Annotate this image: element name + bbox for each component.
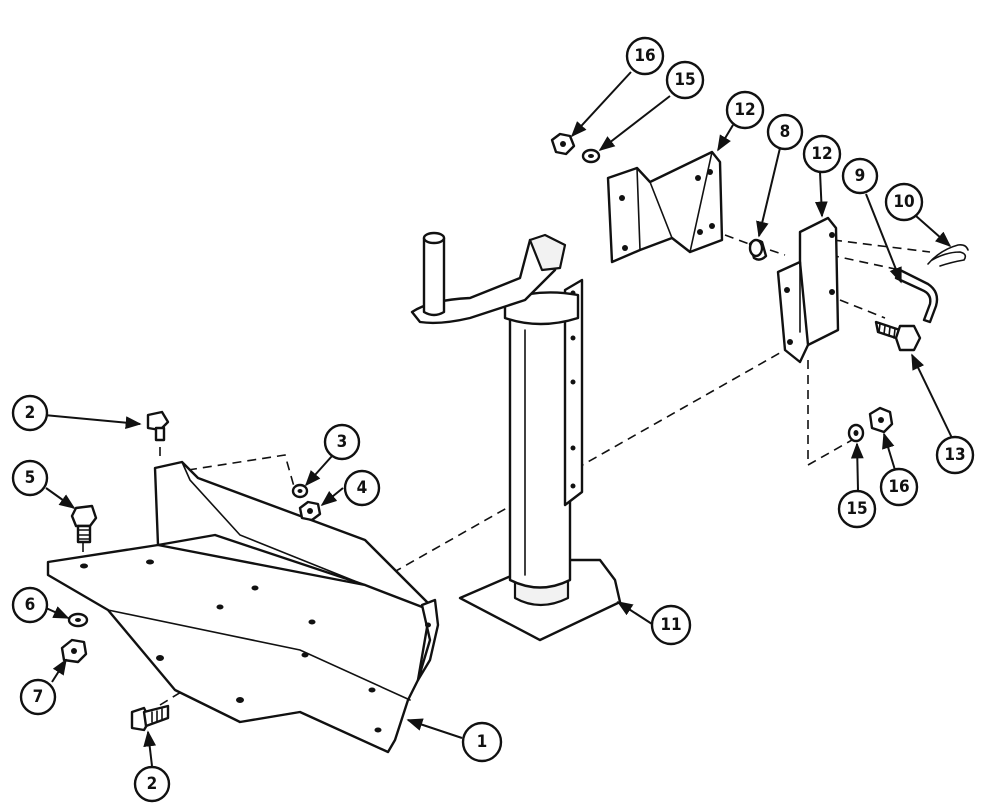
callout-10: 10 [884,182,924,222]
washer-3 [291,483,309,499]
leader-6 [45,606,70,619]
leader-12b [814,171,828,218]
leader-16a [570,71,632,138]
callout-2-bottom: 2 [133,765,171,803]
svg-text:12: 12 [734,100,755,120]
callout-15-top: 15 [665,60,705,100]
callout-4: 4 [343,469,381,507]
nut-7 [60,638,88,664]
callout-9: 9 [841,157,879,195]
leader-8 [756,147,781,238]
leader-1 [406,718,463,739]
svg-text:15: 15 [674,70,695,90]
upper-bracket-right [776,216,840,364]
svg-text:10: 10 [893,192,914,212]
leader-16b [882,432,896,471]
bolt-top-left [146,410,170,442]
jack-stand [410,231,622,642]
leader-5 [45,487,76,509]
nut-4 [298,500,322,522]
nut-top [550,132,576,156]
callout-15-bottom: 15 [837,489,877,529]
svg-text:16: 16 [634,46,655,66]
l-pin [894,268,939,324]
leader-13 [911,353,953,439]
hairpin-clip [927,244,969,267]
callout-13: 13 [935,435,975,475]
svg-text:9: 9 [855,166,866,186]
upper-bracket-left [606,150,724,264]
washer-top [581,148,601,164]
bolt-right [874,320,922,352]
leader-3 [304,455,333,487]
svg-text:1: 1 [477,732,488,752]
svg-text:4: 4 [357,478,368,498]
svg-text:11: 11 [660,615,681,635]
spacer [748,238,768,261]
callout-8: 8 [766,113,804,151]
callout-11: 11 [650,604,692,646]
callout-12-right: 12 [802,134,842,174]
bolt-5 [70,504,98,544]
svg-text:8: 8 [780,122,791,142]
leader-11 [616,601,653,625]
leader-4 [320,487,344,507]
svg-text:2: 2 [25,403,36,423]
callout-16-top: 16 [625,36,665,76]
svg-text:7: 7 [33,687,44,707]
leader-2a [43,414,142,430]
callout-6: 6 [11,586,49,624]
callout-16-bottom: 16 [879,467,919,507]
leader-lines [43,71,953,767]
leader-15b [850,442,864,491]
svg-text:6: 6 [25,595,36,615]
svg-text:2: 2 [147,774,158,794]
svg-text:15: 15 [846,499,867,519]
bolt-lower-left [130,704,170,732]
mount-bracket [46,460,440,754]
leader-9 [865,193,902,284]
callout-1: 1 [461,721,503,763]
callout-3: 3 [323,423,361,461]
leader-10 [915,215,952,248]
svg-text:3: 3 [337,432,348,452]
callout-5: 5 [11,459,49,497]
svg-text:5: 5 [25,468,36,488]
callout-2-top: 2 [11,394,49,432]
leader-12a [717,124,734,152]
leader-15a [598,95,671,151]
svg-text:16: 16 [888,477,909,497]
callout-12-left: 12 [725,90,765,130]
leader-7 [51,658,67,683]
leader-2b [143,730,157,767]
callout-7: 7 [19,678,57,716]
washer-lower-right [847,423,865,443]
washer-6 [67,612,89,628]
svg-text:12: 12 [811,144,832,164]
svg-text:13: 13 [944,445,965,465]
nut-lower-right [868,406,894,434]
